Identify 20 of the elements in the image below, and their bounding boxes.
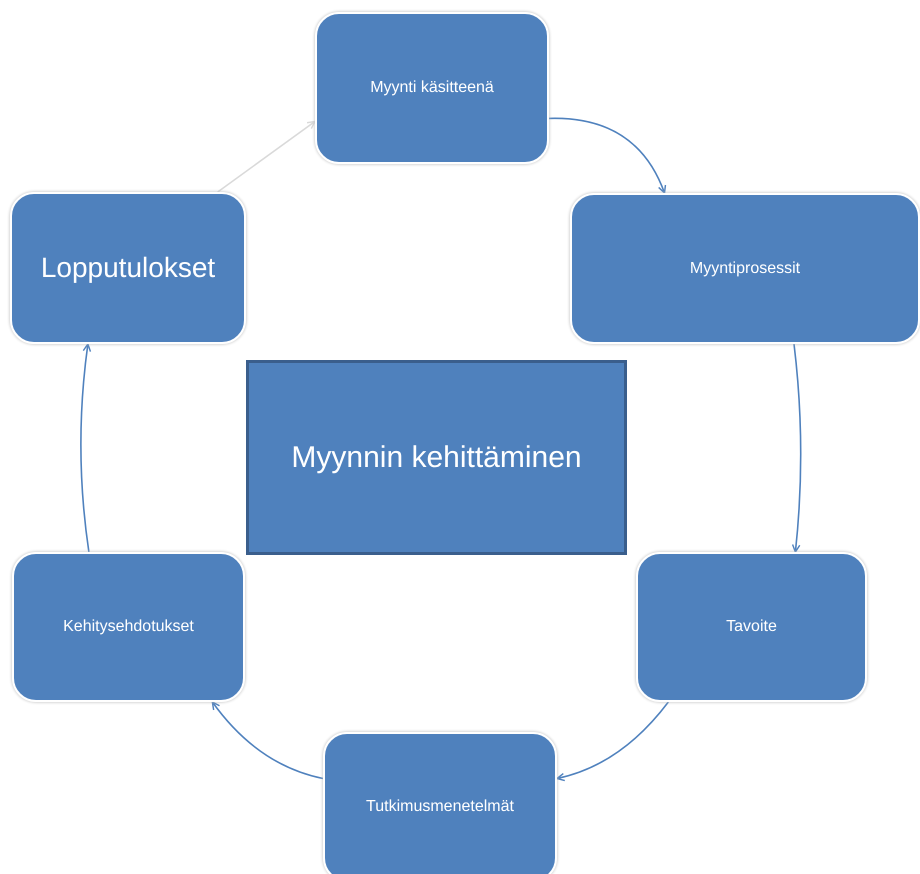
process-box [12, 552, 245, 702]
box-label: Tutkimusmenetelmät [365, 797, 515, 817]
curved-arrow [792, 344, 802, 553]
box-label: Myyntiprosessit [688, 258, 802, 278]
curved-arrow [80, 343, 92, 552]
process-box [10, 192, 246, 344]
process-box [315, 12, 549, 164]
process-box [323, 732, 557, 874]
process-box [570, 193, 920, 344]
process-box [636, 552, 867, 702]
curved-arrow [556, 702, 669, 782]
box-label: Lopputulokset [40, 251, 216, 285]
curved-arrow [217, 120, 316, 193]
curved-arrow [212, 701, 324, 780]
central-topic-box [246, 360, 627, 555]
curved-arrow [549, 118, 666, 194]
box-label: Myynnin kehittäminen [290, 440, 583, 476]
box-label: Tavoite [725, 617, 778, 637]
box-label: Kehitysehdotukset [62, 617, 195, 637]
box-label: Myynti käsitteenä [369, 78, 495, 98]
